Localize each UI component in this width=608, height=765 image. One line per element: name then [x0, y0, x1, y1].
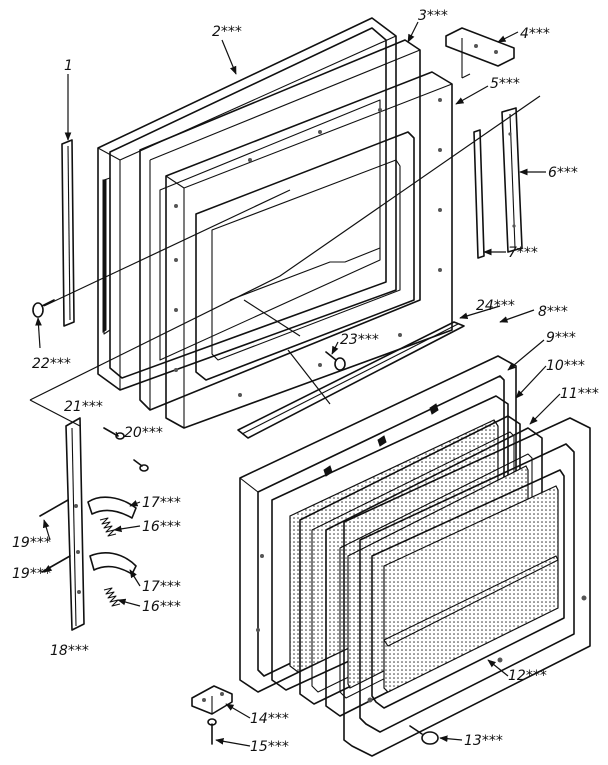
callout-11: 11***: [560, 386, 599, 402]
callout-9: 9***: [546, 330, 576, 346]
hinge-spring-part: [99, 517, 121, 607]
callout-2: 2***: [212, 24, 242, 40]
callout-5: 5***: [490, 76, 520, 92]
bottom-screw-part: [207, 718, 217, 745]
callout-20: 20***: [124, 425, 163, 441]
callout-3: 3***: [418, 8, 448, 24]
callout-13: 13***: [464, 733, 503, 749]
callout-18: 18***: [50, 643, 89, 659]
door-liner-frame-part: [139, 39, 421, 411]
callout-4: 4***: [520, 26, 550, 42]
hinge-arm-part: [87, 496, 137, 575]
hinge-plate-part: [65, 417, 85, 631]
callout-16-upper: 16***: [142, 519, 181, 535]
callout-24: 24***: [476, 298, 515, 314]
callout-8: 8***: [538, 304, 568, 320]
callout-leaders: [35, 21, 561, 747]
right-side-trim-part: [501, 107, 523, 253]
callout-1: 1: [64, 58, 73, 74]
callout-19-lower: 19***: [12, 566, 51, 582]
callout-7: 7***: [508, 245, 538, 261]
inner-door-frame-part: [165, 71, 453, 429]
callout-21: 21***: [64, 399, 103, 415]
callout-19-upper: 19***: [12, 535, 51, 551]
bottom-channel-part: [237, 321, 465, 439]
callout-15: 15***: [250, 739, 289, 755]
bottom-hinge-bracket-part: [191, 685, 233, 715]
callout-17-lower: 17***: [142, 579, 181, 595]
callout-12: 12***: [508, 668, 547, 684]
screw-23-part: [325, 351, 346, 371]
door-screw-part: [409, 725, 439, 745]
top-bracket-part: [445, 27, 515, 79]
callout-23: 23***: [340, 332, 379, 348]
callout-6: 6***: [548, 165, 578, 181]
left-side-trim-part: [61, 139, 75, 327]
callout-22: 22***: [32, 356, 71, 372]
callout-10: 10***: [546, 358, 585, 374]
assembly-guide-lines: [29, 95, 541, 427]
small-screw-part: [103, 427, 149, 472]
callout-14: 14***: [250, 711, 289, 727]
thin-channel-strip-part: [473, 129, 485, 259]
callout-labels: 1 2*** 3*** 4*** 5*** 6*** 7*** 8*** 9**…: [12, 8, 599, 755]
outer-trim-frame-part: [343, 417, 591, 757]
callout-17-upper: 17***: [142, 495, 181, 511]
callout-16-lower: 16***: [142, 599, 181, 615]
screw-22-part: [32, 299, 55, 318]
